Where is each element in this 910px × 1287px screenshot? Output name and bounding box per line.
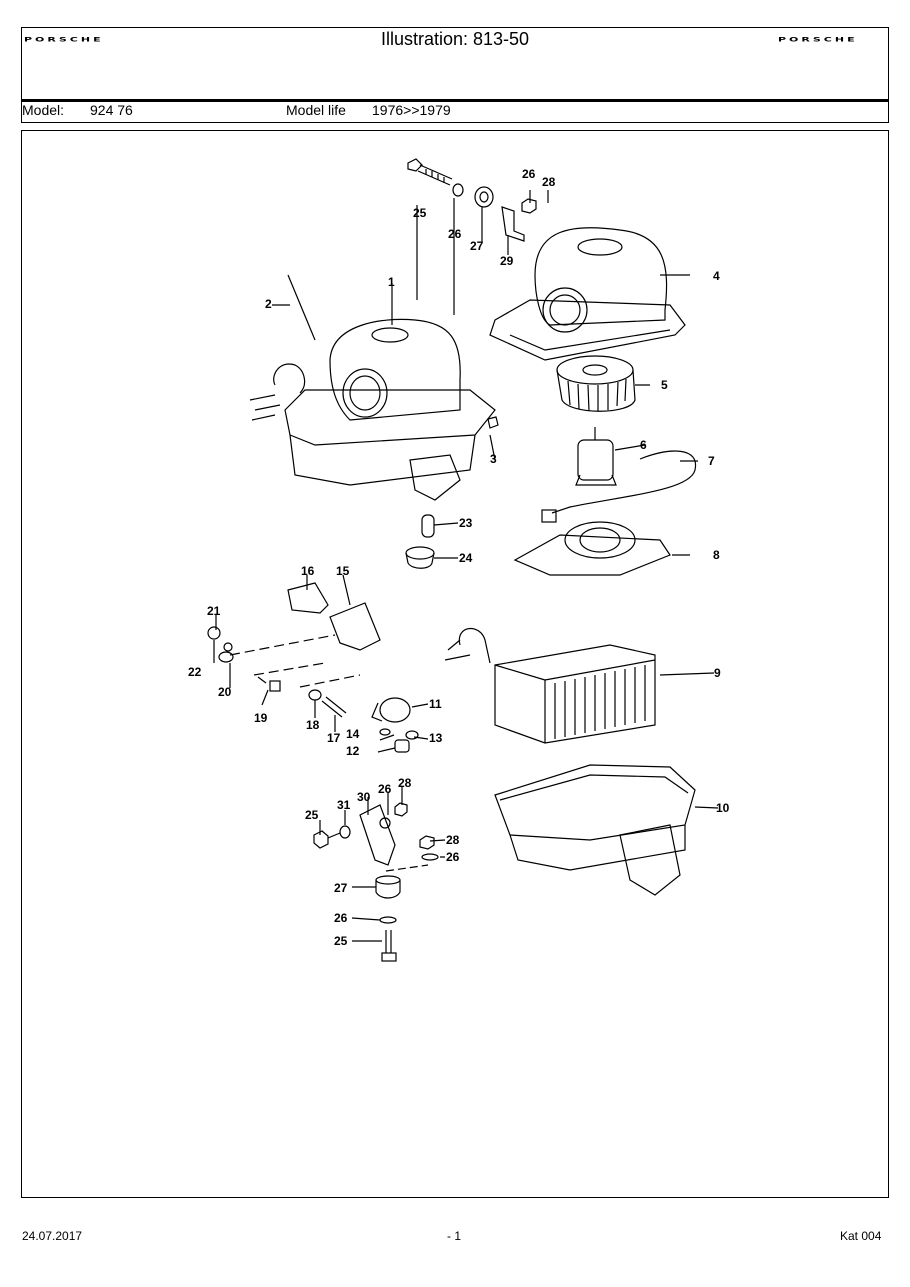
heater-blower-assembly-part: [249, 318, 496, 501]
porsche-logo-left: PORSCHE: [24, 36, 104, 44]
callout-30: 30: [357, 790, 371, 804]
callout-12: 12: [346, 744, 360, 758]
callout-4: 4: [713, 269, 720, 283]
model-value: 924 76: [90, 102, 133, 118]
callout-11: 11: [429, 697, 442, 711]
lower-housing-part: [494, 764, 696, 896]
top-bracket-part: [501, 206, 525, 242]
switch-module-part: [287, 582, 329, 614]
callout-24: 24: [459, 551, 473, 565]
callout-13: 13: [429, 731, 443, 745]
screw-long-part: [321, 696, 347, 718]
nut-valve-part: [394, 739, 410, 753]
callout-5: 5: [661, 378, 668, 392]
callout-9: 9: [714, 666, 721, 680]
cover-plate-part: [329, 602, 381, 651]
nut-part: [207, 626, 221, 640]
callout-17: 17: [327, 731, 341, 745]
o-ring-small-part: [379, 728, 391, 736]
callout-15: 15: [336, 564, 350, 578]
callout-26a: 26: [448, 227, 462, 241]
footer-catalog: Kat 004: [840, 1229, 882, 1243]
model-label: Model:: [22, 102, 65, 118]
callout-25a: 25: [413, 206, 427, 220]
callout-6: 6: [640, 438, 647, 452]
washer-31-part: [339, 825, 351, 839]
callout-25b: 25: [305, 808, 319, 822]
washer-small-part: [308, 689, 322, 701]
lock-washer-part: [223, 642, 233, 652]
porsche-logo-right: PORSCHE: [778, 36, 858, 44]
callout-26e: 26: [334, 911, 348, 925]
mount-bracket-part: [359, 804, 396, 866]
washer-26c-part: [379, 916, 397, 924]
top-nut-part: [521, 198, 537, 214]
callout-2: 2: [265, 297, 272, 311]
callout-28a: 28: [542, 175, 556, 189]
callout-3: 3: [490, 452, 497, 466]
top-grommet-part: [474, 186, 494, 208]
callout-26c: 26: [378, 782, 392, 796]
callout-7: 7: [708, 454, 715, 468]
callout-28b: 28: [398, 776, 412, 790]
bolt-head-part: [313, 830, 329, 849]
callout-14: 14: [346, 727, 360, 741]
grommet-part: [405, 546, 435, 569]
wiring-plug-part: [541, 509, 557, 523]
callout-28c: 28: [446, 833, 460, 847]
callout-labels: 25 26 27 26 28 29 1 2 3 4 5 6 7 8 23 24 …: [188, 167, 730, 948]
washer-26-part: [379, 817, 391, 829]
callout-29: 29: [500, 254, 514, 268]
header-box: [21, 27, 889, 123]
callout-21: 21: [207, 604, 221, 618]
evaporator-core-part: [444, 628, 656, 744]
drain-hose-part: [421, 514, 435, 538]
clip-part: [487, 416, 499, 429]
model-life-value: 1976>>1979: [372, 102, 451, 118]
callout-26d: 26: [446, 850, 460, 864]
rod-part: [287, 274, 316, 341]
callout-22: 22: [188, 665, 202, 679]
motor-mount-plate-part: [513, 521, 671, 576]
nut-28b-part: [419, 835, 435, 850]
nut-28-part: [394, 802, 408, 817]
callout-16: 16: [301, 564, 315, 578]
footer-page-number: - 1: [447, 1229, 462, 1243]
footer-date: 24.07.2017: [22, 1229, 83, 1243]
blower-wheel-part: [556, 355, 636, 412]
callout-23: 23: [459, 516, 473, 530]
callout-18: 18: [306, 718, 320, 732]
top-washer-part: [452, 183, 464, 197]
stud-bolt-part: [381, 930, 397, 962]
callout-8: 8: [713, 548, 720, 562]
blower-housing-cover-part: [489, 227, 686, 361]
callout-1: 1: [388, 275, 395, 289]
o-ring-part: [405, 730, 419, 740]
top-bolt-part: [407, 158, 453, 186]
header-divider: [21, 99, 889, 102]
callout-27b: 27: [334, 881, 348, 895]
callout-27a: 27: [470, 239, 484, 253]
wiring-harness-part: [551, 450, 697, 514]
page-title: Illustration: 813-50: [380, 29, 530, 49]
expansion-valve-part: [371, 697, 411, 723]
callout-31: 31: [337, 798, 351, 812]
washer-26b-part: [421, 853, 439, 861]
callout-25c: 25: [334, 934, 348, 948]
screw-part: [257, 676, 281, 692]
rubber-mount-part: [375, 875, 401, 899]
callout-19: 19: [254, 711, 268, 725]
blower-motor-part: [575, 427, 617, 486]
model-life-label: Model life: [286, 102, 346, 118]
callout-26b: 26: [522, 167, 536, 181]
callout-20: 20: [218, 685, 232, 699]
exploded-parts-diagram: 25 26 27 26 28 29 1 2 3 4 5 6 7 8 23 24 …: [188, 158, 730, 962]
washer-part: [218, 651, 234, 663]
callout-10: 10: [716, 801, 730, 815]
illustration-frame: [21, 130, 889, 1198]
